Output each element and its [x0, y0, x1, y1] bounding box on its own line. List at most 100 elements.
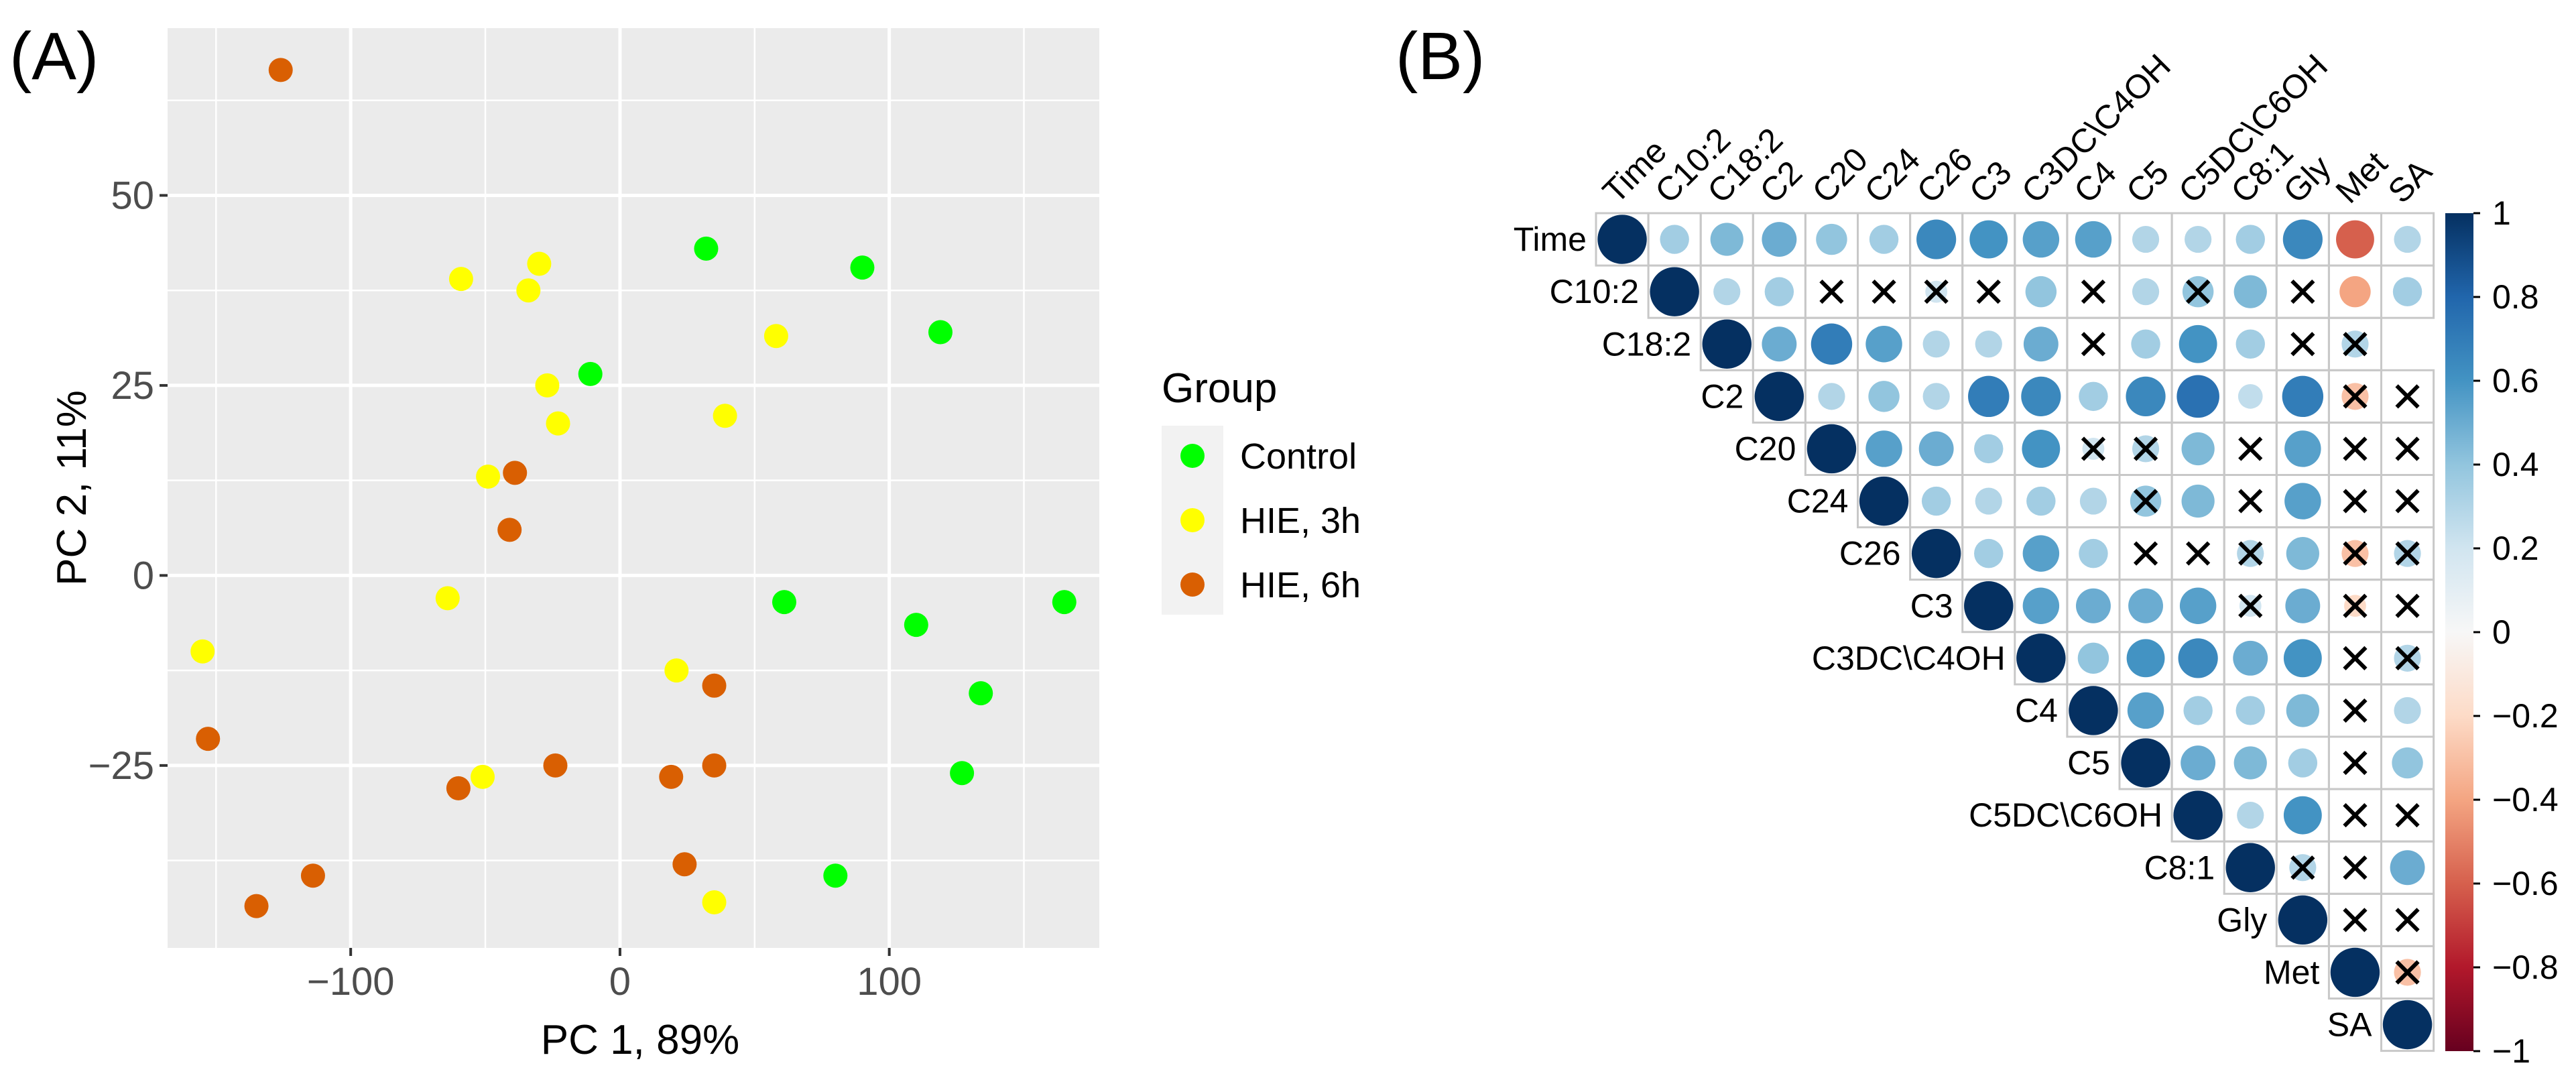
data-point: [772, 590, 796, 615]
correlation-circle: [2286, 537, 2319, 570]
correlation-circle: [2278, 895, 2328, 945]
correlation-circle: [2394, 225, 2421, 253]
nonsignificant-cross: [2395, 541, 2420, 566]
nonsignificant-cross: [2238, 541, 2263, 566]
correlation-cell: [2380, 264, 2435, 319]
correlation-circle: [2022, 535, 2060, 572]
data-point: [713, 404, 737, 428]
correlation-circle: [2288, 748, 2318, 778]
legend-label: HIE, 3h: [1240, 501, 1361, 541]
correlation-circle: [2022, 221, 2060, 258]
nonsignificant-cross: [2343, 803, 2368, 828]
y-tick-label: 50: [111, 174, 154, 217]
correlation-circle: [2339, 276, 2371, 308]
data-point: [672, 852, 697, 877]
data-point: [928, 320, 953, 345]
correlation-circle: [2185, 225, 2212, 253]
y-tick-label: 25: [111, 364, 154, 408]
correlation-circle: [2077, 642, 2109, 674]
correlation-circle: [2173, 790, 2223, 840]
data-point: [543, 753, 568, 778]
correlation-circle: [2183, 696, 2213, 725]
data-point: [969, 681, 993, 706]
correlation-circle: [1964, 581, 2014, 631]
legend-label: HIE, 6h: [1240, 565, 1361, 605]
correlation-circle: [1865, 326, 1902, 363]
data-point: [850, 255, 875, 280]
nonsignificant-cross: [2343, 332, 2368, 357]
x-tick-label: 0: [609, 960, 631, 1004]
colorbar-tick-label: −1: [2492, 1032, 2530, 1070]
nonsignificant-cross: [2343, 855, 2368, 880]
data-point: [694, 236, 719, 261]
correlation-circle: [2176, 375, 2219, 418]
correlation-circle: [1597, 215, 1647, 264]
correlation-circle: [1921, 486, 1951, 516]
correlation-circle: [1968, 375, 2010, 418]
correlation-circle: [2284, 483, 2321, 520]
correlation-circle: [2336, 220, 2374, 259]
correlation-circle: [2127, 692, 2164, 729]
correlation-circle: [2179, 587, 2217, 624]
row-label: C20: [1735, 430, 1796, 467]
correlation-circle: [2233, 640, 2268, 676]
nonsignificant-cross: [2395, 803, 2420, 828]
correlation-circle: [2079, 381, 2108, 412]
data-point: [904, 613, 928, 638]
data-point: [503, 461, 528, 485]
correlation-circle: [1764, 277, 1794, 306]
nonsignificant-cross: [2395, 593, 2420, 618]
correlation-circle: [2022, 587, 2060, 624]
data-point: [702, 890, 727, 914]
correlation-circle: [2132, 225, 2160, 253]
legend-key: [1180, 572, 1205, 597]
nonsignificant-cross: [2290, 280, 2315, 304]
correlation-circle: [2026, 486, 2056, 516]
correlation-circle: [2022, 430, 2061, 468]
data-point: [702, 753, 727, 778]
data-point: [435, 586, 460, 611]
correlation-circle: [2181, 484, 2215, 518]
nonsignificant-cross: [2343, 750, 2368, 776]
correlation-circle: [2069, 686, 2118, 735]
pca-y-axis-title: PC 2, 11%: [49, 390, 95, 586]
correlation-circle: [1710, 223, 1743, 256]
nonsignificant-cross: [2395, 960, 2420, 985]
data-point: [527, 251, 552, 276]
correlation-column-labels: TimeC10:2C18:2C2C20C24C26C3C3DC\C4OHC4C5…: [1595, 47, 2439, 210]
nonsignificant-cross: [2343, 489, 2368, 513]
nonsignificant-cross: [2343, 593, 2368, 618]
nonsignificant-cross: [2290, 855, 2315, 880]
data-point: [476, 464, 501, 489]
correlation-circle: [2181, 432, 2215, 466]
correlation-circle: [2025, 276, 2057, 308]
column-label: SA: [2381, 152, 2439, 210]
correlation-circle: [2233, 275, 2267, 308]
x-tick-label: −100: [307, 960, 395, 1004]
correlation-circle: [2179, 324, 2217, 363]
correlation-circle: [2079, 538, 2108, 568]
correlation-circle: [2237, 383, 2263, 409]
correlation-circle: [1868, 381, 1900, 412]
correlation-circle: [1816, 223, 1847, 255]
nonsignificant-cross: [2238, 593, 2263, 618]
nonsignificant-cross: [2343, 698, 2368, 723]
column-label: C5: [2119, 154, 2176, 210]
column-label: C26: [1910, 140, 1979, 210]
nonsignificant-cross: [2133, 489, 2158, 513]
correlation-circle: [2126, 376, 2166, 416]
data-point: [516, 278, 541, 303]
correlation-circle: [1660, 225, 1689, 254]
correlation-circle: [2233, 746, 2267, 780]
correlation-circle: [2237, 802, 2264, 829]
correlation-circle: [2283, 796, 2322, 835]
colorbar-tick-label: 0.6: [2492, 362, 2539, 400]
colorbar-tick-label: −0.4: [2492, 781, 2559, 819]
nonsignificant-cross: [2081, 280, 2106, 304]
nonsignificant-cross: [1819, 280, 1844, 304]
row-label: C18:2: [1602, 325, 1691, 363]
data-point: [659, 764, 684, 789]
